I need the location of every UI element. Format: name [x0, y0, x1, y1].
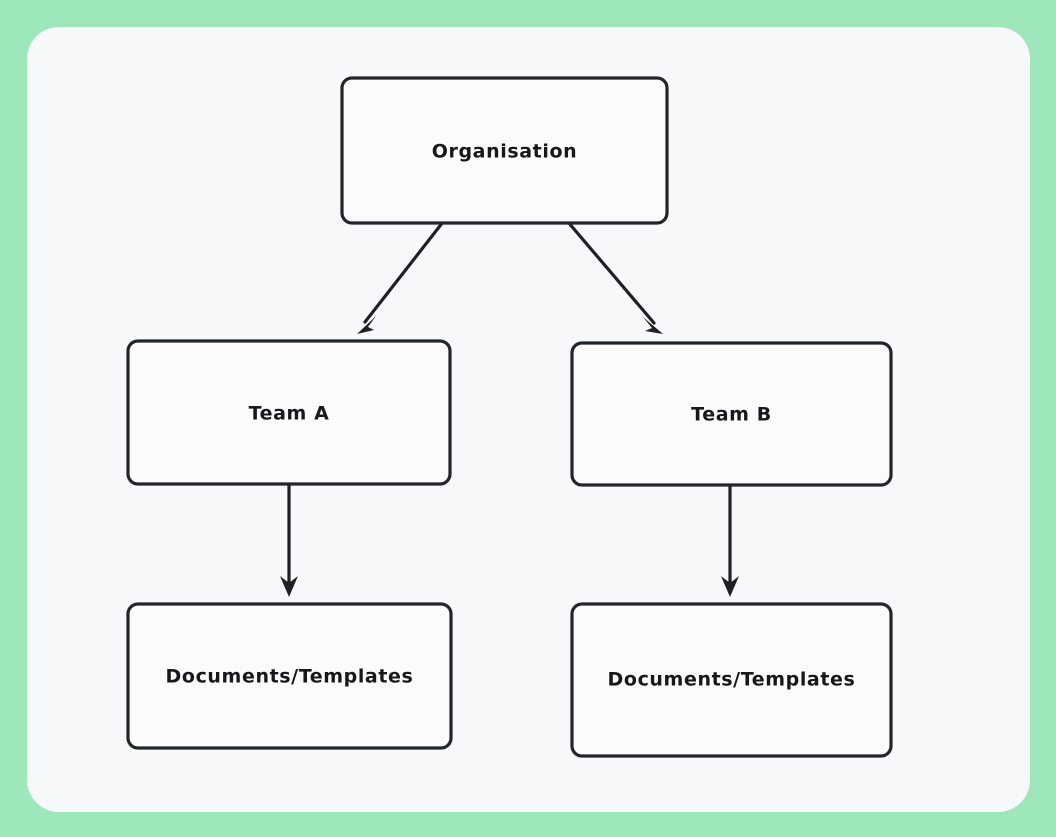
node-label: Documents/Templates	[608, 669, 856, 691]
node-box	[570, 602, 893, 758]
edge-line	[363, 220, 445, 324]
node-docs-a[interactable]: Documents/Templates	[126, 602, 453, 750]
node-team-a[interactable]: Team A	[126, 339, 452, 486]
edge-organisation-team-a[interactable]	[357, 220, 445, 334]
node-box	[126, 602, 453, 750]
node-box	[570, 341, 893, 487]
node-docs-b[interactable]: Documents/Templates	[570, 602, 893, 758]
edge-team-a-docs-a[interactable]	[280, 482, 298, 597]
arrowhead-icon	[721, 576, 739, 597]
arrowhead-icon	[357, 316, 376, 334]
node-label: Team A	[249, 403, 330, 425]
arrowhead-icon	[643, 317, 663, 334]
node-label: Team B	[691, 404, 772, 426]
node-box	[340, 76, 669, 225]
node-team-b[interactable]: Team B	[570, 341, 893, 487]
arrowhead-icon	[280, 576, 298, 597]
edge-team-b-docs-b[interactable]	[721, 483, 739, 597]
node-label: Organisation	[432, 141, 578, 163]
node-box	[126, 339, 452, 486]
edge-organisation-team-b[interactable]	[566, 220, 663, 334]
edge-line	[566, 220, 656, 325]
node-label: Documents/Templates	[166, 666, 414, 688]
node-organisation[interactable]: Organisation	[340, 76, 669, 225]
